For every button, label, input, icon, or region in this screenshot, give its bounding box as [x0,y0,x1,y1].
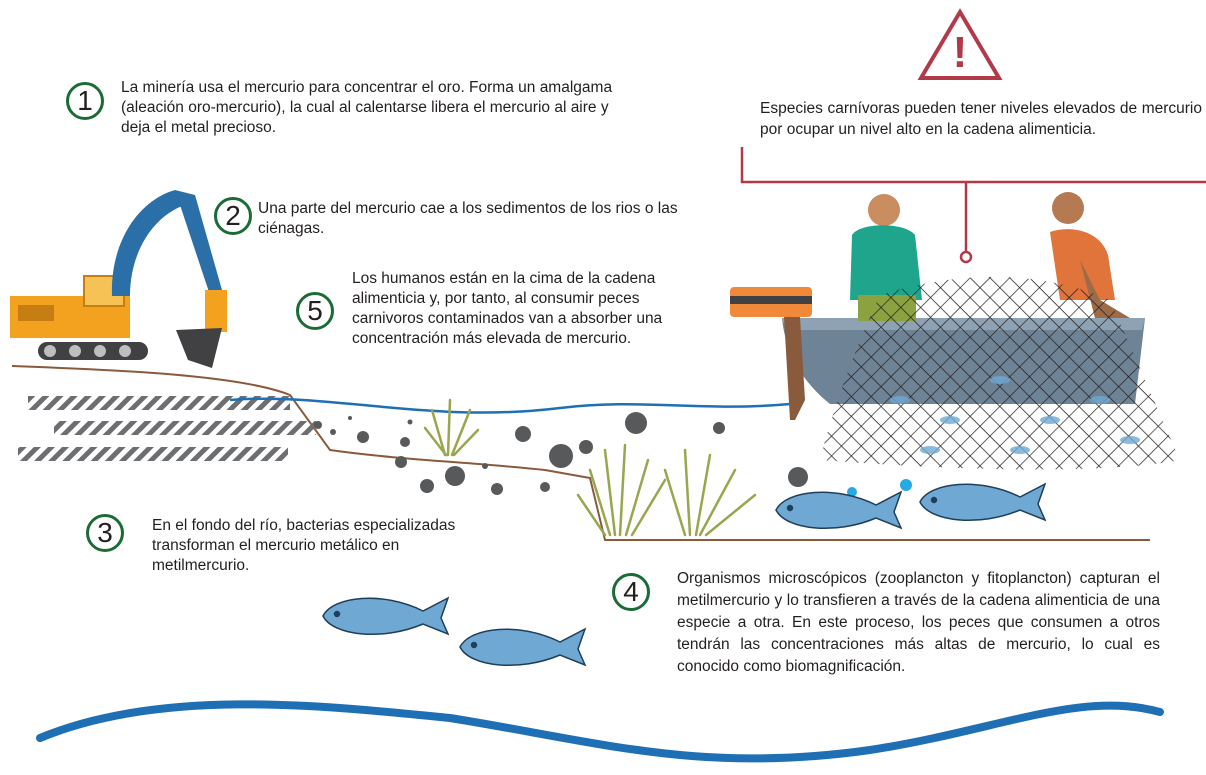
step-3-text: En el fondo del río, bacterias especiali… [152,517,456,574]
grass-icon [423,398,757,537]
step-3-number: 3 [86,514,124,552]
wave-line [36,700,1164,763]
step-4-text: Organismos microscópicos (zooplancton y … [677,570,1160,675]
mercury-particles [314,412,808,495]
excavator-icon [10,190,227,368]
river-surface [229,397,791,414]
riverbank [11,365,1150,541]
step-4-number: 4 [612,573,650,611]
step-5-text: Los humanos están en la cima de la caden… [352,270,663,347]
warning-triangle-icon [917,8,1003,80]
fish-icon [322,482,1047,667]
fishing-net-icon [820,276,1180,470]
warning-connector [740,147,1206,264]
step-2-number: 2 [214,197,252,235]
warning-text: Especies carnívoras pueden tener niveles… [760,100,1202,138]
step-1-number: 1 [66,82,104,120]
step-2-text: Una parte del mercurio cae a los sedimen… [258,200,678,237]
sediment-layers [18,396,316,461]
mercury-drop-icon [847,479,912,497]
step-1-text: La minería usa el mercurio para concentr… [121,79,613,136]
warning-symbol: ! [952,28,968,77]
step-5-number: 5 [296,292,334,330]
